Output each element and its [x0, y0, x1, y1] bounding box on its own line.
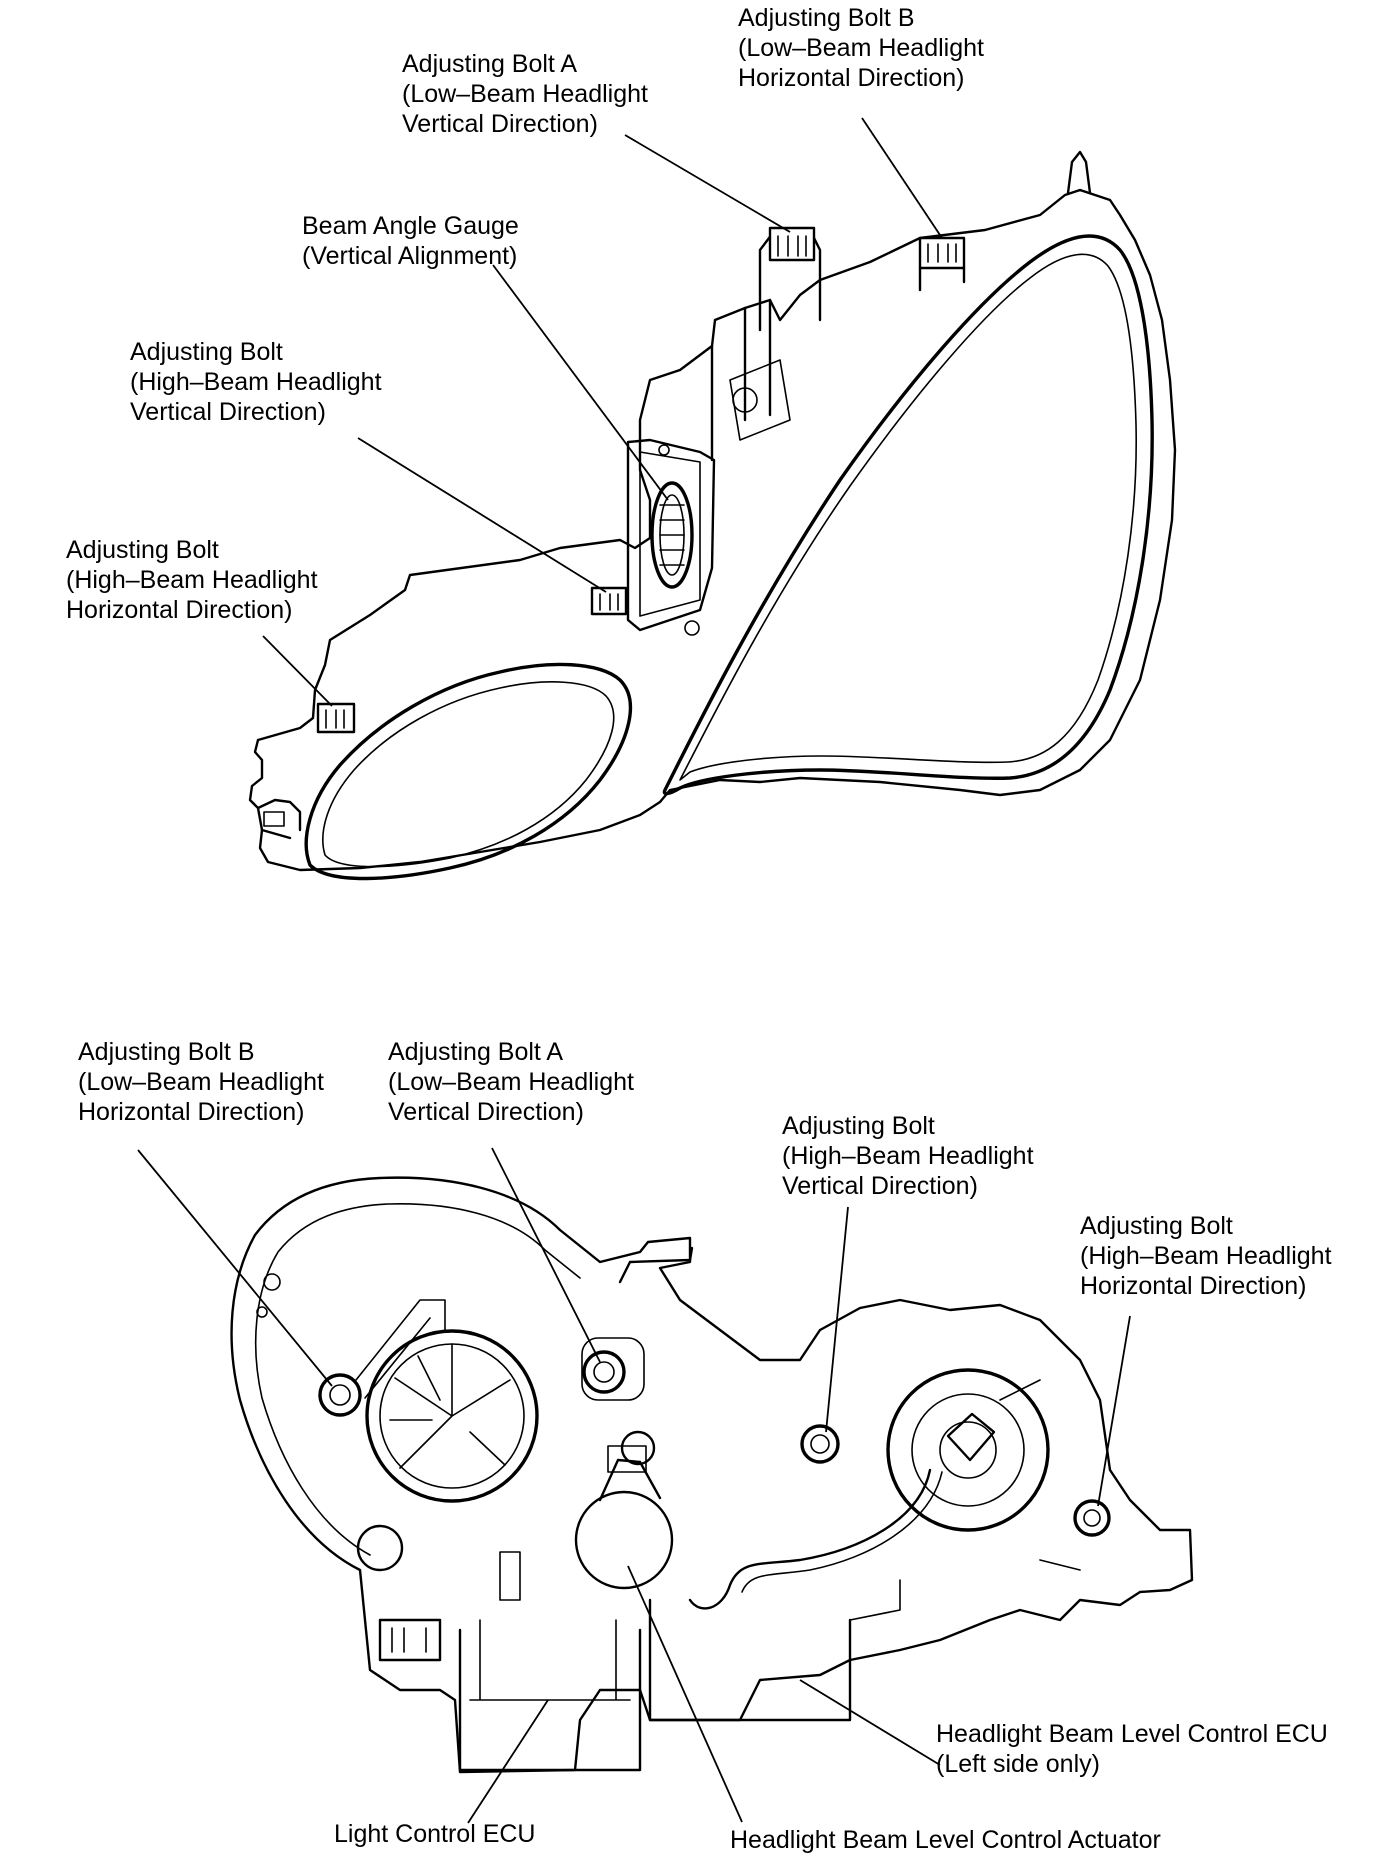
rear-leader-lines	[137, 1147, 1131, 1824]
top-bolt-a-label: Adjusting Bolt A (Low–Beam Headlight Ver…	[402, 50, 655, 138]
leader-level-control-actuator	[627, 1565, 743, 1823]
headlight-assembly-rear-view	[230, 1176, 1194, 1774]
leader-rear-bolt-b	[137, 1149, 333, 1387]
rear-bolt-a-label: Adjusting Bolt A (Low–Beam Headlight Ver…	[388, 1038, 641, 1126]
leader-rear-bolt-a	[491, 1147, 601, 1363]
leader-top-gauge	[492, 264, 669, 501]
leader-rear-high-horizontal	[1097, 1315, 1131, 1507]
leader-top-high-horizontal	[262, 635, 333, 707]
top-leader-lines	[262, 117, 943, 707]
labels: Adjusting Bolt A (Low–Beam Headlight Ver…	[66, 4, 1338, 1854]
rear-high-beam-horizontal-label: Adjusting Bolt (High–Beam Headlight Hori…	[1080, 1212, 1338, 1300]
top-bolt-b-label: Adjusting Bolt B (Low–Beam Headlight Hor…	[738, 4, 991, 92]
top-high-beam-horizontal-label: Adjusting Bolt (High–Beam Headlight Hori…	[66, 536, 324, 624]
leader-top-high-vertical	[357, 437, 607, 593]
headlight-assembly-top-view	[248, 150, 1177, 881]
rear-high-beam-vertical-label: Adjusting Bolt (High–Beam Headlight Vert…	[782, 1112, 1040, 1200]
leader-level-control-ecu	[799, 1679, 941, 1766]
leader-light-control-ecu	[467, 1699, 549, 1824]
top-beam-angle-gauge-label: Beam Angle Gauge (Vertical Alignment)	[302, 212, 526, 270]
leader-top-bolt-b	[861, 117, 943, 239]
leader-rear-high-vertical	[825, 1206, 849, 1433]
level-control-ecu-label: Headlight Beam Level Control ECU (Left s…	[936, 1720, 1335, 1778]
rear-bolt-b-label: Adjusting Bolt B (Low–Beam Headlight Hor…	[78, 1038, 331, 1126]
level-control-actuator-label: Headlight Beam Level Control Actuator	[730, 1826, 1161, 1854]
light-control-ecu-label: Light Control ECU	[334, 1820, 535, 1848]
top-high-beam-vertical-label: Adjusting Bolt (High–Beam Headlight Vert…	[130, 338, 388, 426]
leader-top-bolt-a	[624, 134, 791, 233]
